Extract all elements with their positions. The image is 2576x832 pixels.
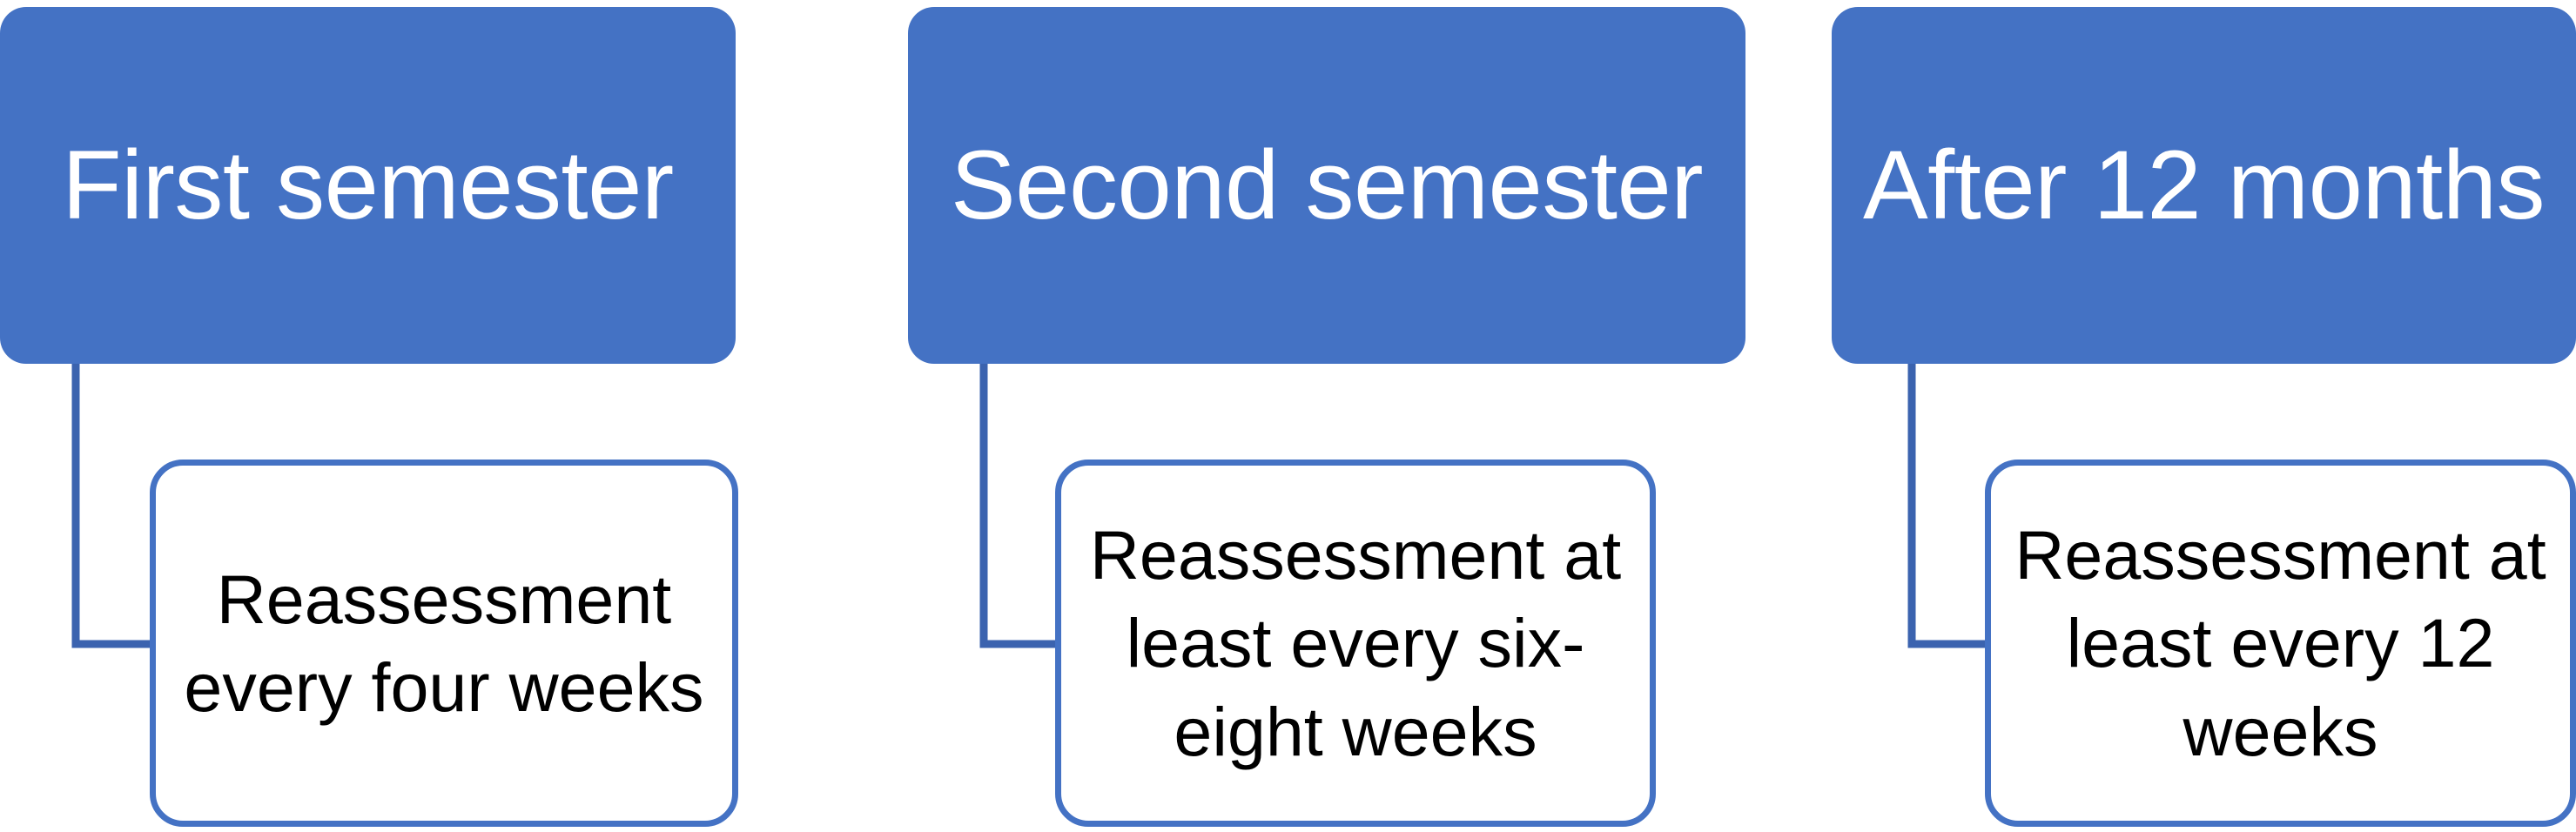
detail-label-first-semester: Reassessment every four weeks [184, 560, 704, 726]
stage-label-second-semester: Second semester [950, 130, 1704, 239]
stage-node-second-semester[interactable]: Second semester [908, 7, 1745, 364]
stage-label-first-semester: First semester [62, 130, 674, 239]
stage-label-after-12-months: After 12 months [1862, 130, 2546, 239]
connector-first-semester [71, 364, 153, 648]
connector-second-semester [979, 364, 1059, 648]
stage-node-first-semester[interactable]: First semester [0, 7, 736, 364]
detail-node-after-12-months[interactable]: Reassessment at least every 12 weeks [1985, 460, 2576, 827]
detail-node-first-semester[interactable]: Reassessment every four weeks [150, 460, 738, 827]
detail-label-second-semester: Reassessment at least every six-eight we… [1089, 516, 1622, 770]
detail-label-after-12-months: Reassessment at least every 12 weeks [2014, 516, 2546, 770]
detail-node-second-semester[interactable]: Reassessment at least every six-eight we… [1055, 460, 1656, 827]
stage-node-after-12-months[interactable]: After 12 months [1832, 7, 2576, 364]
connector-after-12-months [1907, 364, 1988, 648]
